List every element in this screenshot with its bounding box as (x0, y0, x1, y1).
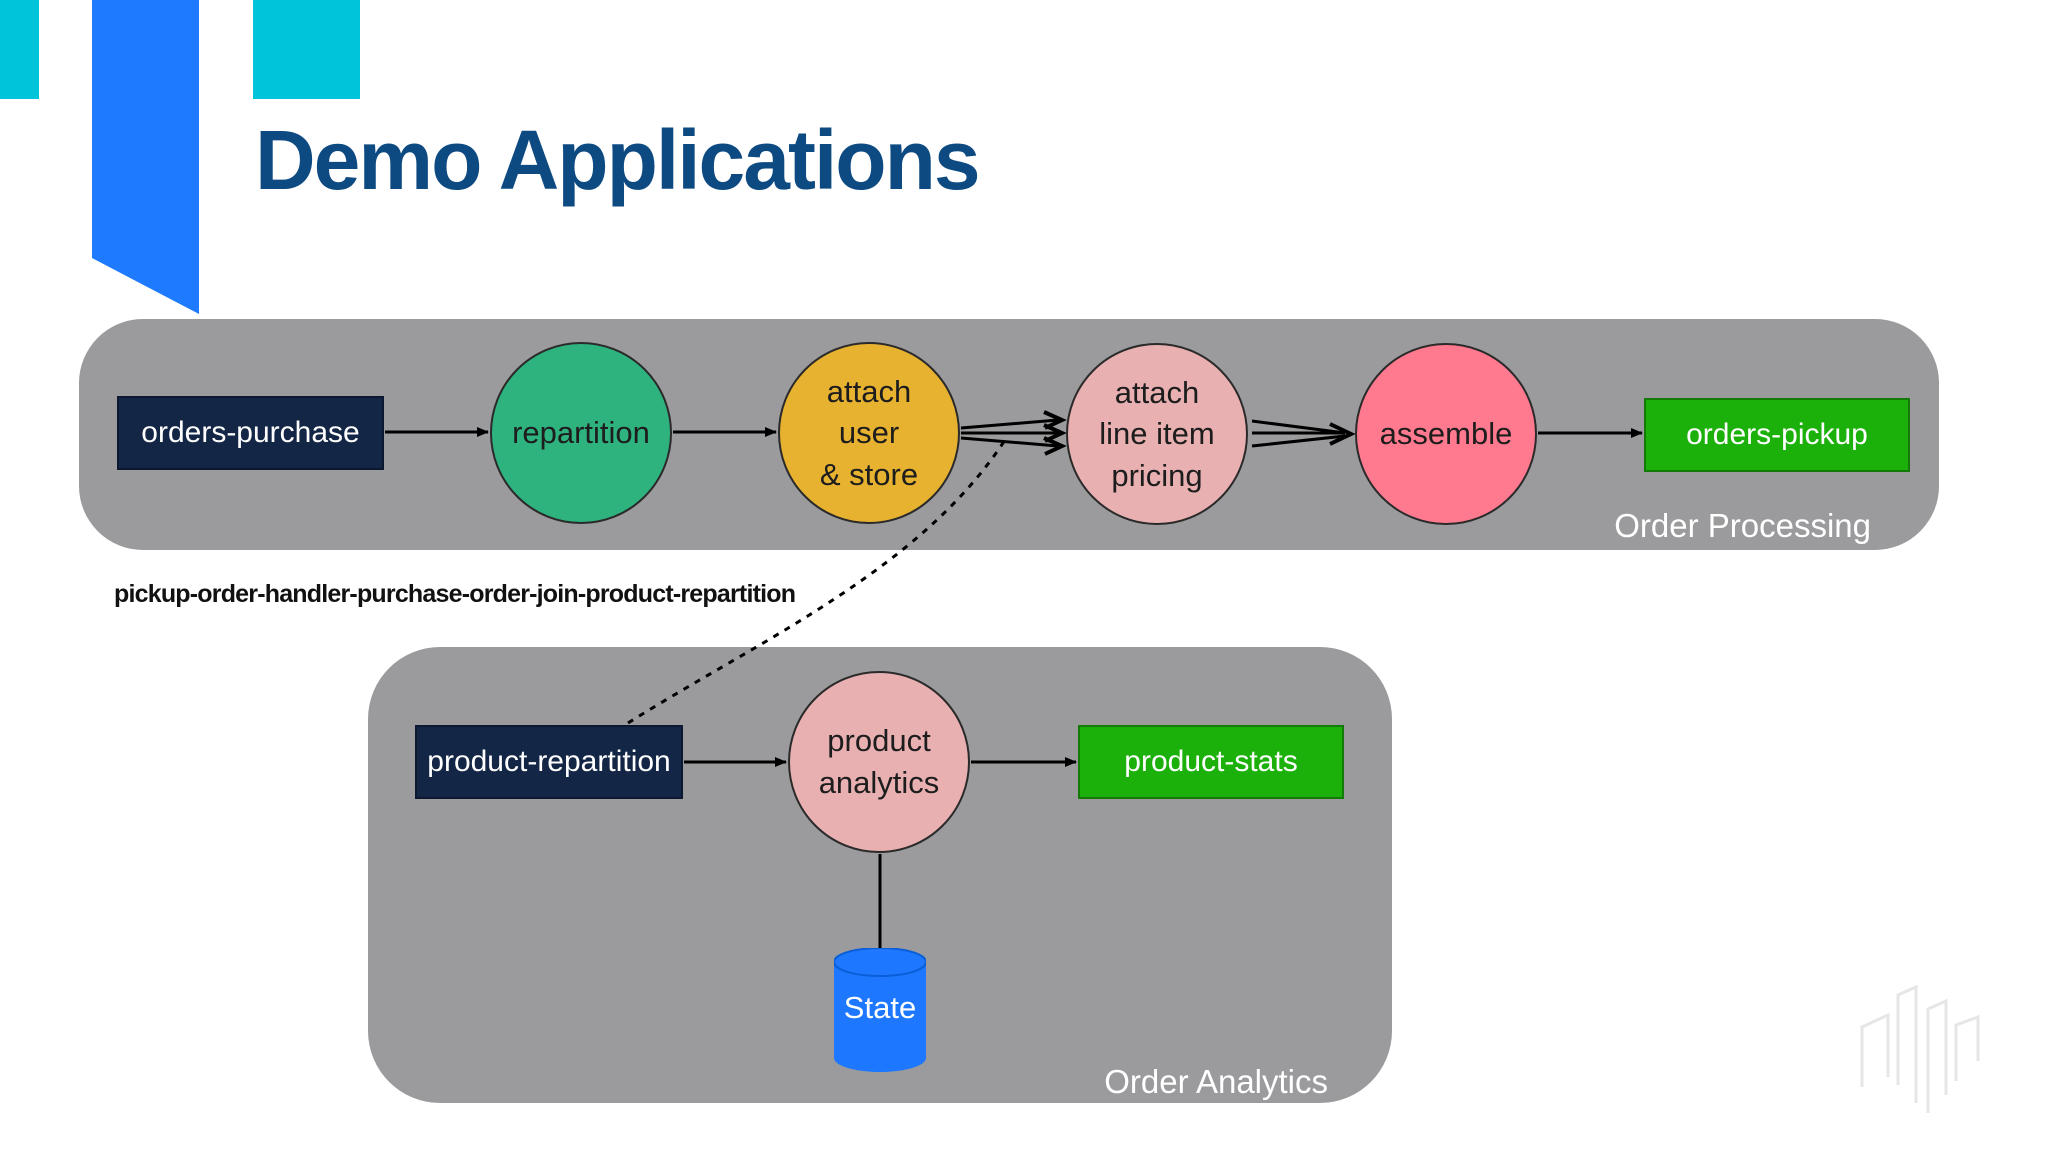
teal-accent-block-right (253, 0, 360, 99)
teal-accent-block-left (0, 0, 39, 99)
assemble-node: assemble (1355, 343, 1537, 525)
repartition-node: repartition (490, 342, 672, 524)
product-stats-topic: product-stats (1078, 725, 1344, 799)
repartition-topic-name: pickup-order-handler-purchase-order-join… (114, 580, 796, 608)
product-analytics-node: product analytics (788, 671, 970, 853)
state-store-label: State (843, 990, 917, 1025)
blue-ribbon-decoration (92, 0, 199, 314)
page-title: Demo Applications (255, 113, 981, 207)
order-analytics-label: Order Analytics (1104, 1063, 1328, 1100)
attach-line-item-pricing-node: attach line item pricing (1066, 343, 1248, 525)
product-repartition-topic: product-repartition (415, 725, 683, 799)
edge-dotted-repartition-topic (627, 439, 1007, 725)
logo-mark-icon (1860, 985, 1980, 1113)
orders-purchase-topic: orders-purchase (117, 396, 384, 470)
orders-pickup-topic: orders-pickup (1644, 398, 1910, 472)
edge-attach-user-to-pricing-multi (960, 410, 1067, 456)
edge-pricing-to-assemble-multi (1251, 419, 1356, 448)
order-processing-label: Order Processing (1614, 507, 1871, 544)
attach-user-store-node: attach user & store (778, 342, 960, 524)
database-cylinder-icon (834, 948, 926, 1072)
